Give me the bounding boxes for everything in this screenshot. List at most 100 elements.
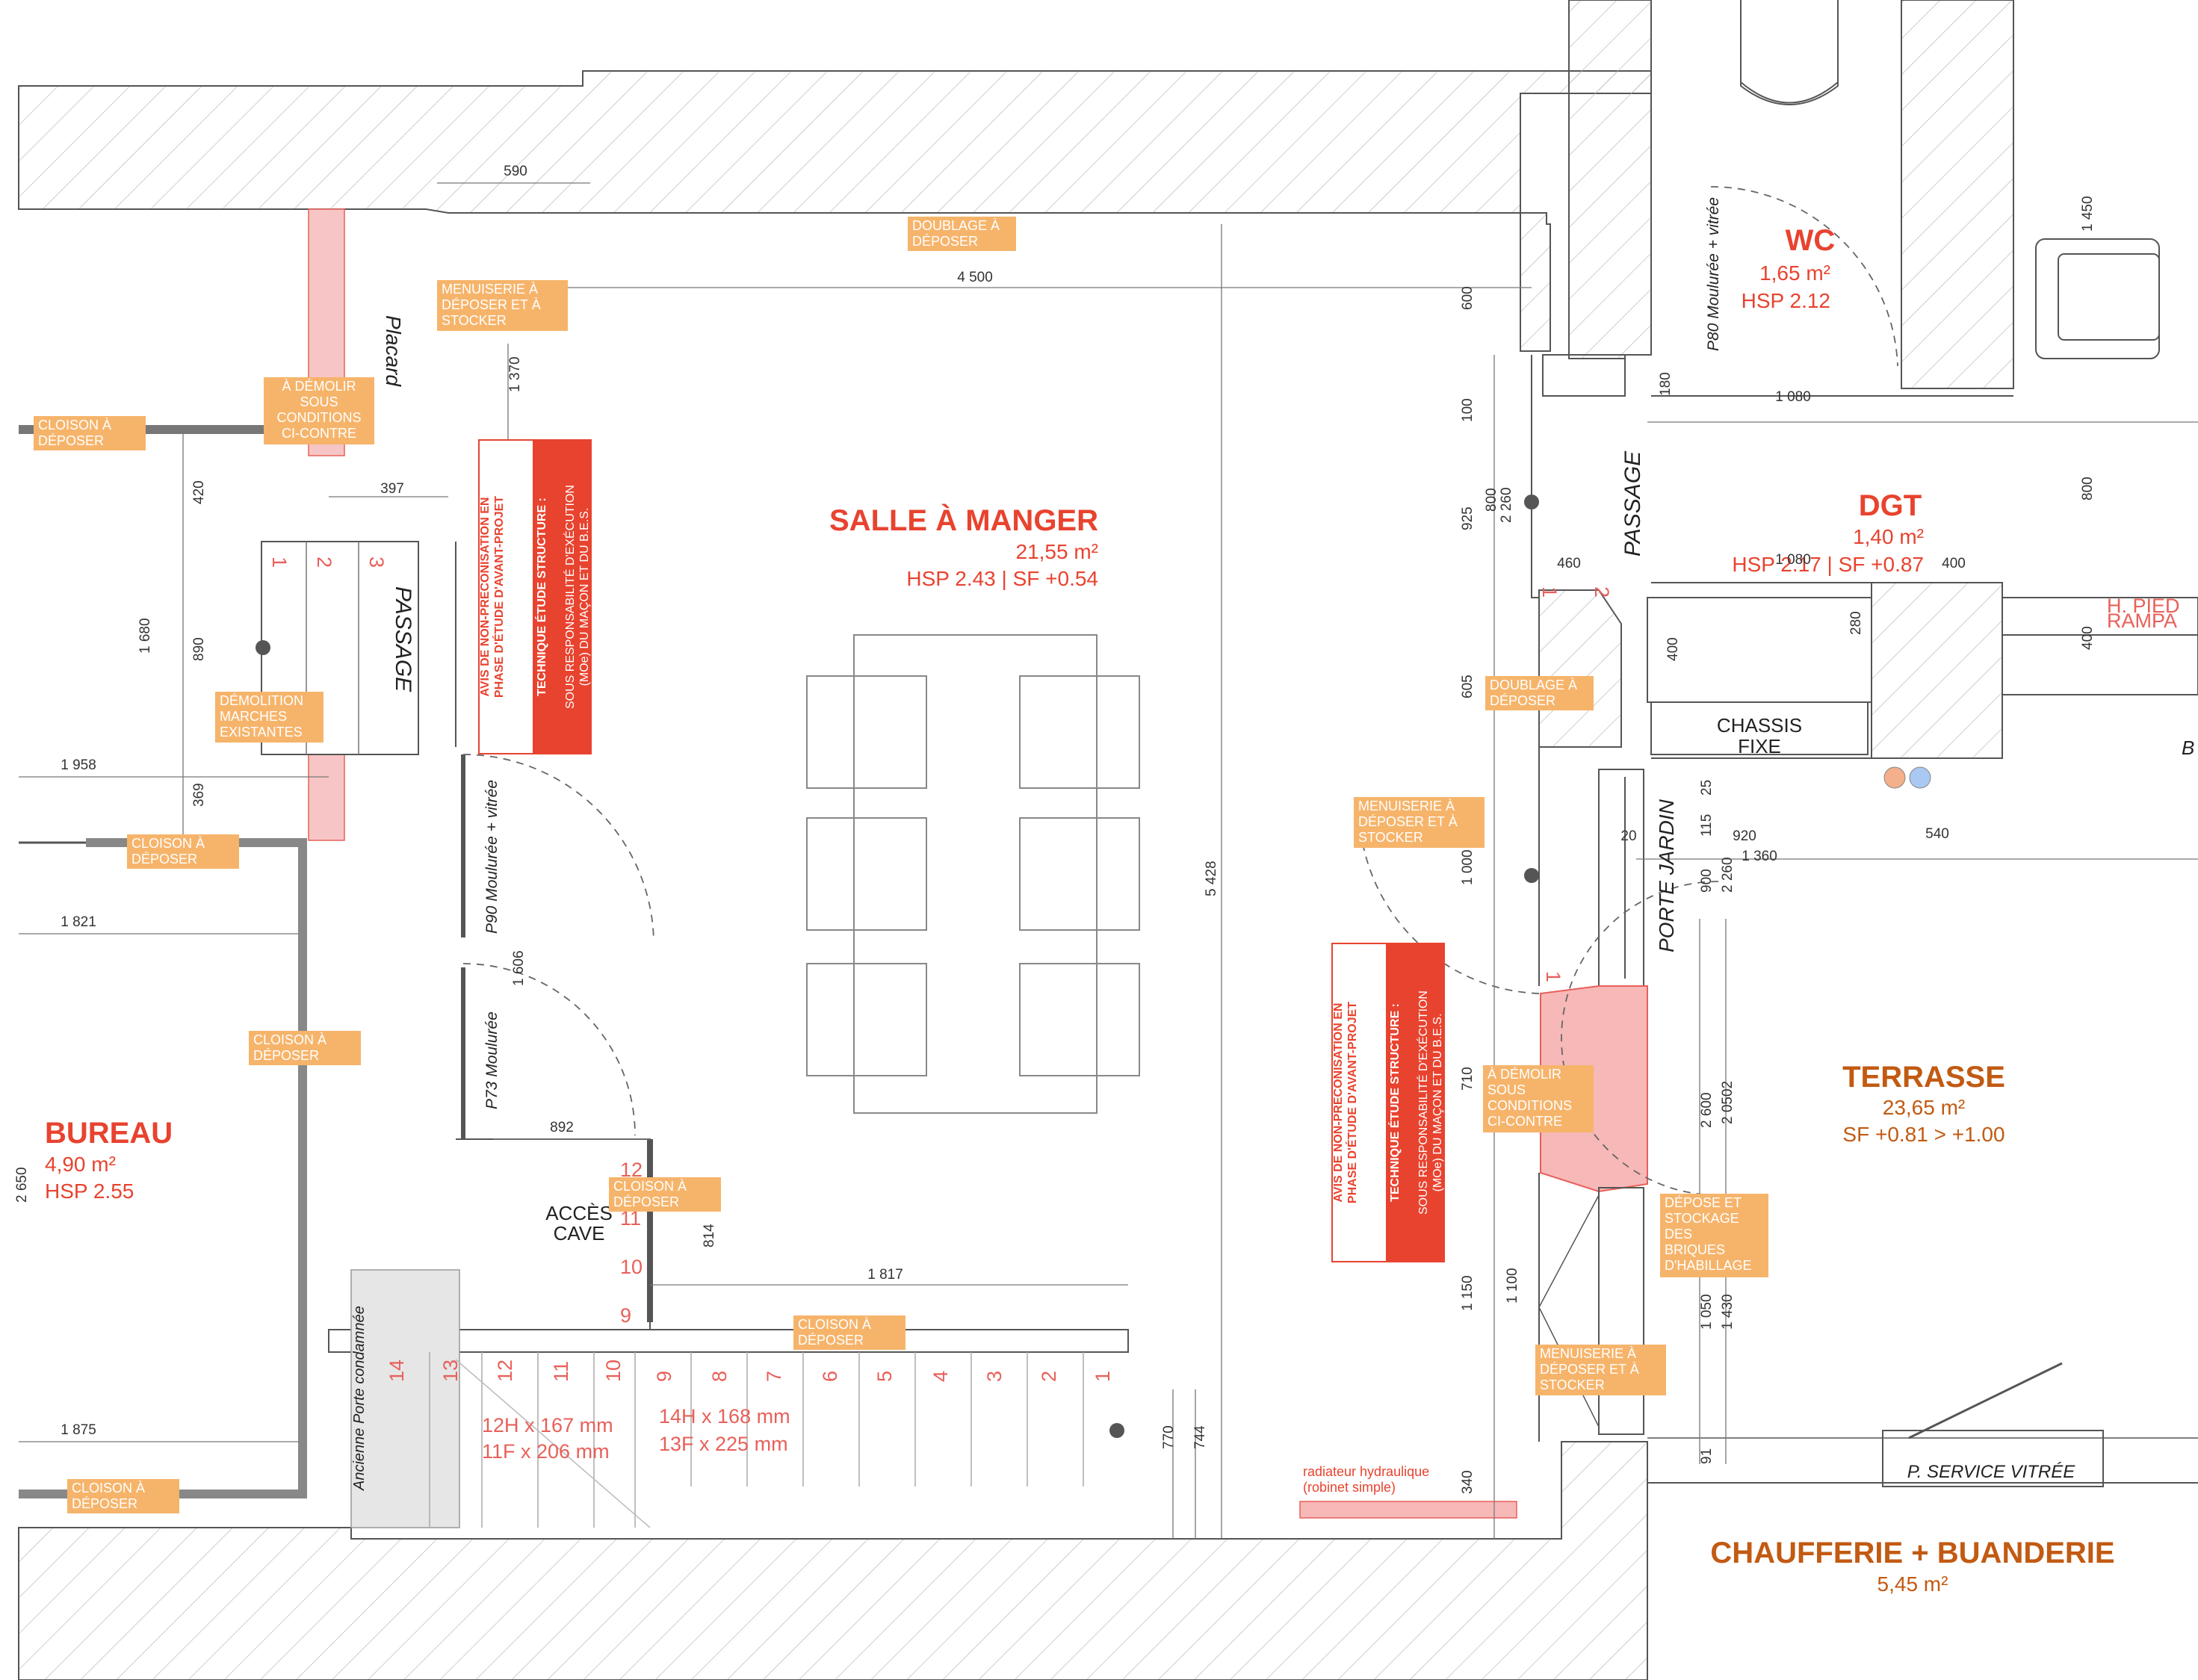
note-doublage-right: DOUBLAGE À DÉPOSER <box>1485 676 1594 710</box>
dim-text: 91 <box>1699 1448 1715 1464</box>
dim-text: 369 <box>191 783 207 807</box>
room-dgt-area: 1,40 m² <box>1853 525 1924 548</box>
label-fixe: FIXE <box>1738 735 1781 757</box>
room-salle-hsp: HSP 2.43 | SF +0.54 <box>906 567 1098 590</box>
dim-text: 25 <box>1699 780 1715 796</box>
room-dgt-hsp: HSP 2.17 | SF +0.87 <box>1732 553 1924 576</box>
room-dgt-name: DGT <box>1859 489 1922 522</box>
step-number: 1 <box>1092 1371 1114 1382</box>
warning-line-2: FRANGEMENT SOUS RÉSERVE D'AVIS TECHNIQUE… <box>1375 991 1402 1215</box>
dim-text: 710 <box>1460 1067 1476 1091</box>
step-number: 7 <box>763 1371 785 1382</box>
step-number: 12 <box>494 1360 516 1382</box>
label-service: P. SERVICE VITRÉE <box>1907 1462 2076 1482</box>
label-passage-right: PASSAGE <box>1620 450 1645 557</box>
note-cloison-stairs: CLOISON À DÉPOSER <box>793 1315 905 1350</box>
dim-text: 4 500 <box>957 270 993 285</box>
dim-text: 100 <box>1460 398 1476 422</box>
room-bureau-name: BUREAU <box>45 1117 173 1150</box>
dim-text: 1 817 <box>867 1267 903 1283</box>
dim-text: 1 606 <box>511 950 527 986</box>
step-number: 14 <box>386 1360 408 1382</box>
stair-treads <box>429 1352 1084 1528</box>
dim-text: 1 370 <box>507 356 523 392</box>
label-acces: ACCÈS <box>545 1202 613 1224</box>
dim-text: 180 <box>1658 372 1674 396</box>
demolish-zone-right <box>1540 985 1648 1193</box>
step-number: 1 <box>268 557 291 568</box>
dim-text: 1 875 <box>61 1422 96 1438</box>
radiator <box>1299 1501 1517 1519</box>
label-ancienne-porte: Ancienne Porte condamnée <box>351 1306 368 1491</box>
label-stairs-left-b: 11F x 206 mm <box>482 1440 610 1463</box>
note-cloison-left-top: CLOISON À DÉPOSER <box>34 416 146 450</box>
step-number: 9 <box>653 1371 675 1382</box>
dim-text: 397 <box>380 481 404 497</box>
room-bureau-hsp: HSP 2.55 <box>45 1180 134 1203</box>
dim-text: 1 360 <box>1742 849 1777 864</box>
step-number: 3 <box>365 557 388 568</box>
step-number: 2 <box>313 557 335 568</box>
dim-text: 2 0502 <box>1720 1081 1736 1124</box>
dim-text: 1 000 <box>1460 849 1476 885</box>
note-demolir-left: À DÉMOLIR SOUS CONDITIONS CI-CONTRE <box>264 377 374 444</box>
room-terrasse-area: 23,65 m² <box>1883 1096 1966 1119</box>
note-menuiserie-right: MENUISERIE À DÉPOSER ET À STOCKER <box>1354 797 1485 848</box>
label-chassis: CHASSIS <box>1717 714 1802 737</box>
dim-text: 814 <box>702 1224 717 1247</box>
dim-text: 590 <box>504 164 527 179</box>
room-wc-name: WC <box>1786 224 1836 257</box>
dim-text: 20 <box>1620 828 1636 844</box>
step-number: 6 <box>819 1371 841 1382</box>
warning-box-right: AVIS DE NON-PRÉCONISATION EN PHASE D'ÉTU… <box>1331 943 1445 1262</box>
dim-text: 2 650 <box>14 1167 30 1203</box>
dim-text: 2 260 <box>1720 857 1736 893</box>
dim-text: 744 <box>1192 1425 1208 1449</box>
wall-top-right <box>1568 0 1652 359</box>
label-porte-jardin: PORTE JARDIN <box>1655 799 1678 952</box>
wall-wc-right <box>1901 0 2014 389</box>
note-demolition-marches: DÉMOLITION MARCHES EXISTANTES <box>215 692 323 743</box>
dim-text: 600 <box>1460 286 1476 310</box>
note-doublage-top: DOUBLAGE À DÉPOSER <box>908 217 1016 251</box>
label-passage-left: PASSAGE <box>391 586 415 692</box>
dimension-texts: 590 4 500 1 370 397 420 1 680 890 1 958 … <box>14 164 2096 1494</box>
label-p80: P80 Moulurée + vitrée <box>1705 197 1722 351</box>
markers <box>256 495 1931 1438</box>
dim-text: 925 <box>1460 506 1476 530</box>
dim-text: 400 <box>2080 626 2096 650</box>
wall-top <box>18 70 1652 352</box>
dining-table <box>806 634 1140 1114</box>
dim-text: 1 430 <box>1720 1294 1736 1330</box>
dim-text: 770 <box>1161 1425 1177 1449</box>
dim-text: 460 <box>1557 556 1581 571</box>
dim-text: 1 450 <box>2080 196 2096 232</box>
dim-text: 540 <box>1925 826 1949 842</box>
step-number: 8 <box>708 1371 731 1382</box>
dim-text: 1 080 <box>1775 389 1811 405</box>
label-stairs-right-b: 13F x 225 mm <box>659 1433 788 1455</box>
dim-text: 920 <box>1733 828 1756 844</box>
room-salle-name: SALLE À MANGER <box>829 503 1098 537</box>
dim-text: 890 <box>191 637 207 661</box>
dim-text: 1 100 <box>1505 1268 1520 1304</box>
dim-text: 1 958 <box>61 757 96 773</box>
dim-text: 2 600 <box>1699 1092 1715 1128</box>
label-cave: CAVE <box>554 1222 605 1244</box>
step-number: 13 <box>439 1360 462 1382</box>
dim-text: 280 <box>1848 611 1864 635</box>
warning-line-3: SOUS RESPONSABILITÉ D'EXÉCUTION (MOe) DU… <box>564 485 591 710</box>
dim-text: 2 260 <box>1499 487 1514 523</box>
step-number: 11 <box>550 1361 572 1382</box>
warning-box-left: AVIS DE NON-PRÉCONISATION EN PHASE D'ÉTU… <box>478 439 592 754</box>
room-chaufferie-name: CHAUFFERIE + BUANDERIE <box>1710 1537 2114 1569</box>
label-b: B <box>2182 737 2194 759</box>
label-h-pied: H. PIED <box>2107 595 2180 617</box>
note-demolir-right: À DÉMOLIR SOUS CONDITIONS CI-CONTRE <box>1483 1065 1594 1132</box>
label-stairs-right-a: 14H x 168 mm <box>659 1405 790 1428</box>
dim-text: 5 428 <box>1204 861 1219 896</box>
step-number: 1 <box>1542 971 1564 982</box>
room-bureau-area: 4,90 m² <box>45 1153 116 1176</box>
dim-text: 1 821 <box>61 914 96 930</box>
